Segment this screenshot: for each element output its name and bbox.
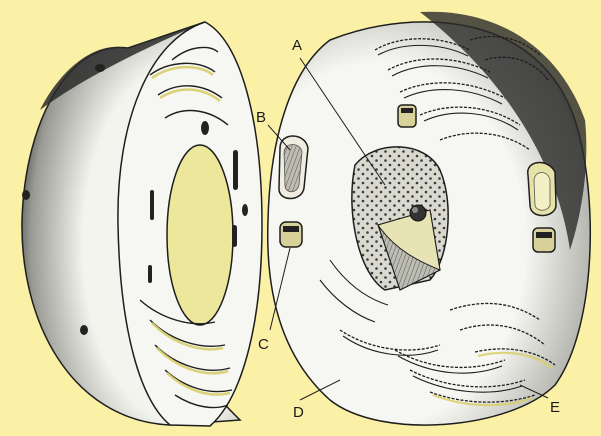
organelle-c	[280, 222, 302, 247]
nucleus	[352, 147, 448, 290]
organelle-b	[279, 136, 308, 199]
shell-pore	[22, 190, 30, 200]
label-a: A	[292, 37, 302, 54]
left-cell-half	[22, 22, 262, 426]
shell-pore	[80, 325, 88, 335]
label-e: E	[550, 399, 560, 416]
right-cell-half	[268, 12, 591, 425]
shell-pore	[95, 64, 105, 72]
left-nucleus-cavity	[167, 145, 233, 325]
nucleolus	[410, 205, 426, 221]
label-c: C	[258, 336, 269, 353]
mitochondrion	[533, 228, 555, 252]
label-b: B	[256, 109, 266, 126]
label-d: D	[293, 404, 304, 421]
